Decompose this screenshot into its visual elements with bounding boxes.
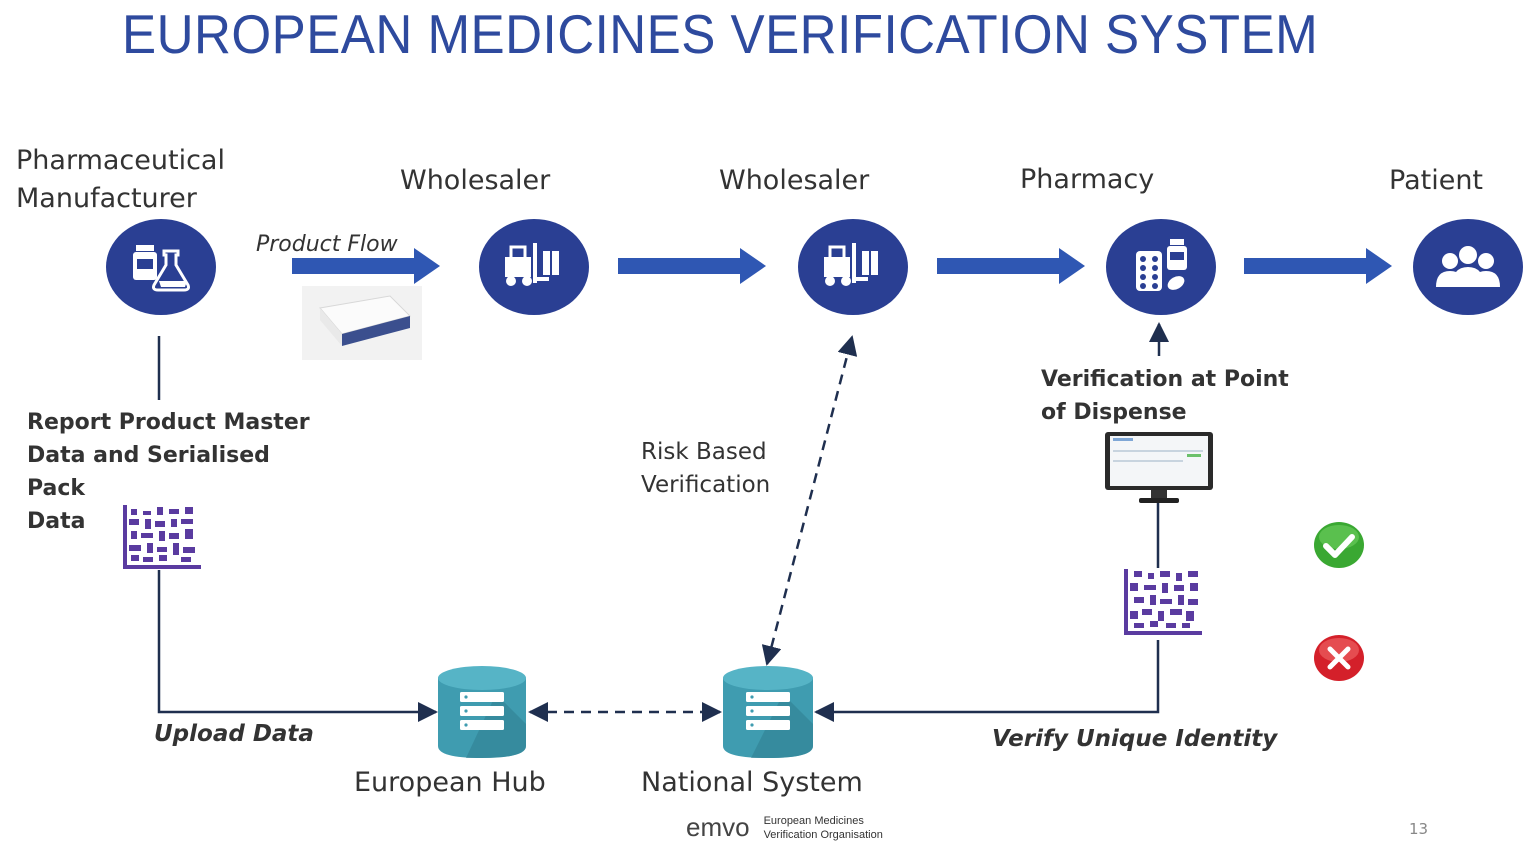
medicine-box-image: [302, 286, 422, 360]
product-flow-label: Product Flow: [256, 232, 398, 257]
product-flow-arrow-4: [1244, 248, 1392, 284]
manufacturer-label: Pharmaceutical Manufacturer: [16, 142, 225, 218]
emvo-org-name: European Medicines Verification Organisa…: [764, 814, 883, 842]
manufacturer-label-line1: Pharmaceutical: [16, 145, 225, 176]
pharmacy-node: [1106, 219, 1216, 315]
upload-data-line: [157, 570, 438, 722]
product-flow-arrow-1: [292, 248, 440, 284]
manufacturer-label-line2: Manufacturer: [16, 183, 197, 214]
product-flow-arrow-3: [937, 248, 1085, 284]
emvo-logo: emvo European Medicines Verification Org…: [686, 812, 883, 843]
pharmacy-datamatrix-code: [1124, 569, 1202, 635]
check-icon: [1313, 521, 1365, 569]
dispense-label-line1: Verification at Point: [1041, 367, 1289, 392]
report-data-label-line2: Data and Serialised Pack: [27, 443, 270, 501]
emvo-logo-text: emvo: [686, 812, 750, 842]
report-data-label-line1: Report Product Master: [27, 410, 310, 435]
monitor-icon: [1103, 430, 1215, 506]
patient-node: [1413, 219, 1523, 315]
european-hub-label: European Hub: [354, 767, 546, 798]
wholesaler1-label: Wholesaler: [400, 165, 551, 196]
wholesaler2-node: [798, 219, 908, 315]
server-icon: [438, 666, 526, 758]
european-hub-database-icon: [436, 664, 528, 760]
dispense-label-line2: of Dispense: [1041, 400, 1187, 425]
upload-data-label: Upload Data: [154, 721, 314, 747]
forklift-icon: [505, 243, 559, 286]
dispense-verification-label: Verification at Point of Dispense: [1041, 363, 1289, 429]
people-icon: [1436, 246, 1500, 287]
national-system-database-icon: [721, 664, 815, 760]
page-number: 13: [1409, 820, 1429, 838]
server-icon: [723, 666, 813, 758]
risk-based-label: Risk Based Verification: [641, 436, 770, 502]
pills-icon: [1136, 239, 1187, 291]
manufacturer-datamatrix-code: [123, 505, 201, 569]
verify-identity-label: Verify Unique Identity: [992, 726, 1278, 752]
wholesaler1-node: [479, 219, 589, 315]
page-title: EUROPEAN MEDICINES VERIFICATION SYSTEM: [122, 3, 1319, 65]
risk-based-label-line2: Verification: [641, 472, 771, 498]
risk-based-verification-line: [761, 335, 858, 666]
risk-based-label-line1: Risk Based: [641, 439, 767, 465]
flask-bottle-icon: [133, 245, 190, 292]
cross-icon: [1313, 634, 1365, 682]
pharmacy-label: Pharmacy: [1020, 164, 1155, 195]
patient-label: Patient: [1389, 165, 1484, 196]
report-data-label-line3: Data: [27, 509, 86, 534]
national-system-label: National System: [641, 767, 863, 798]
emvo-org-line2: Verification Organisation: [763, 828, 883, 841]
wholesaler2-label: Wholesaler: [719, 165, 870, 196]
emvo-org-line1: European Medicines: [763, 814, 864, 827]
manufacturer-node: [106, 219, 216, 315]
verify-identity-line: [814, 640, 1160, 722]
report-data-label: Report Product Master Data and Serialise…: [27, 406, 327, 538]
product-flow-arrow-2: [618, 248, 766, 284]
forklift-icon: [824, 243, 878, 286]
